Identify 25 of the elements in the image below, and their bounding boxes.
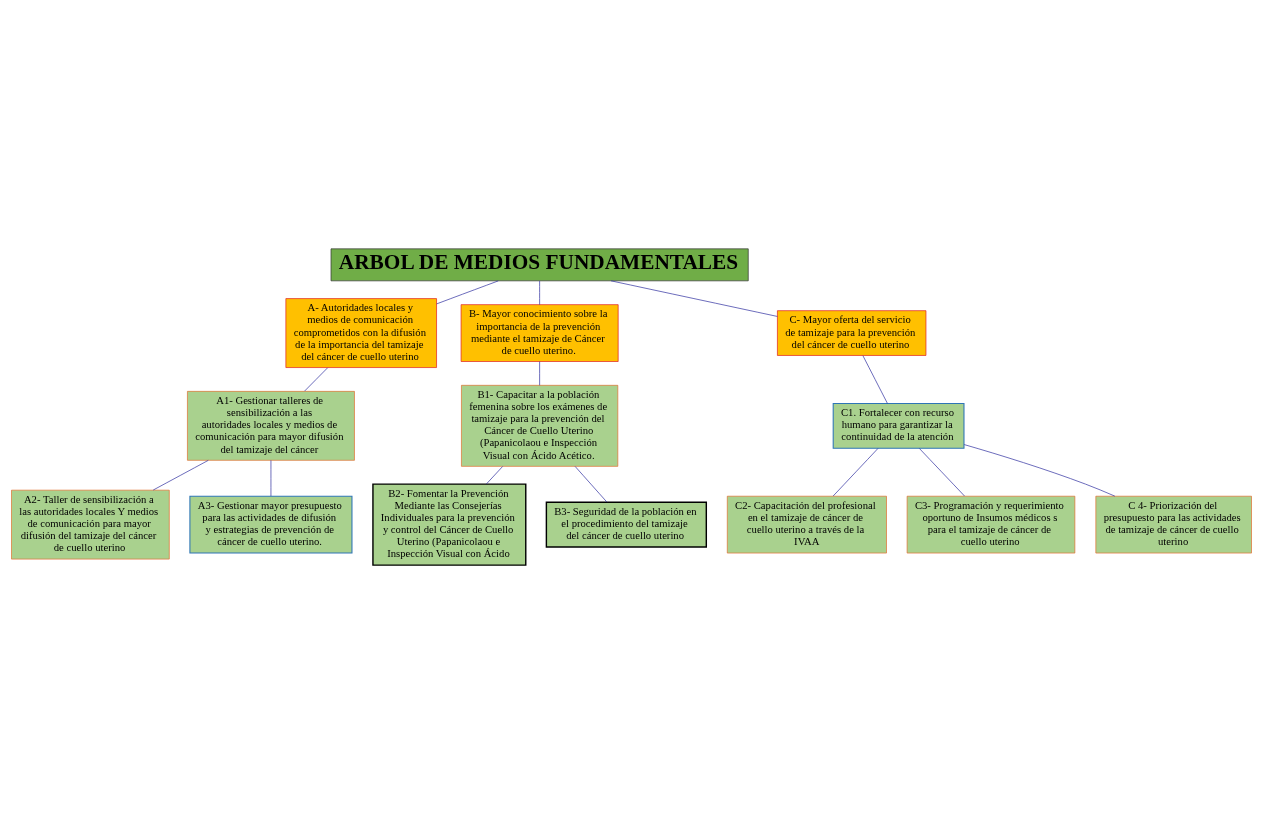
connector [610,280,778,317]
node-box: C- Mayor oferta del servicio de tamizaje para la prevención del cáncer de cuello uterino [777,310,927,356]
connector [963,444,1116,497]
connector [486,466,503,485]
node-box: A- Autoridades locales y medios de comunicación comprometidos con la difusión de la importancia del tamizaje del cáncer de cuello uterino [285,298,437,368]
connector [436,280,499,305]
connector [539,361,540,386]
connector [918,448,965,497]
node-box: C3- Programación y requerimiento oportuno de Insumos médicos s para el tamizaje de cáncer de cuello uterino [906,495,1076,554]
connector [574,466,608,503]
connector [539,280,540,305]
node-box: C1. Fortalecer con recurso humano para garantizar la continuidad de la atención [832,402,965,449]
node-box: A1- Gestionar talleres de sensibilización a las autoridades locales y medios de comunicación para mayor difusión del tamizaje del cáncer [187,391,355,461]
node-box: A2- Taller de sensibilización a las autoridades locales Y medios de comunicación para mayor difusión del tamizaje del cáncer de cuello uterino [11,489,170,560]
connector [832,448,879,497]
node-box: C 4- Priorización del presupuesto para las actividades de tamizaje de cáncer de cuello uterino [1095,495,1252,554]
node-box: B2- Fomentar la Prevención Mediante las Consejerías Individuales para la prevención y control del Cáncer de Cuello Uterino (Papanicolaou e Inspección Visual con Ácido [372,483,527,566]
node-box: B- Mayor conocimiento sobre la importancia de la prevención mediante el tamizaje de Cáncer de cuello uterino. [460,304,619,362]
connector [862,355,888,404]
connector [152,459,209,491]
node-box: C2- Capacitación del profesional en el tamizaje de cáncer de cuello uterino a través de la IVAA [726,495,887,554]
node-box: A3- Gestionar mayor presupuesto para las actividades de difusión y estrategias de prevención de cáncer de cuello uterino. [189,495,353,554]
node-box: B3- Seguridad de la población en el procedimiento del tamizaje del cáncer de cuello uterino [545,501,707,548]
node-box: ARBOL DE MEDIOS FUNDAMENTALES [330,248,749,282]
node-box: B1- Capacitar a la población femenina sobre los exámenes de tamizaje para la prevención del Cáncer de Cuello Uterino (Papanicolaou e Inspección Visual con Ácido Acético. [461,384,619,467]
